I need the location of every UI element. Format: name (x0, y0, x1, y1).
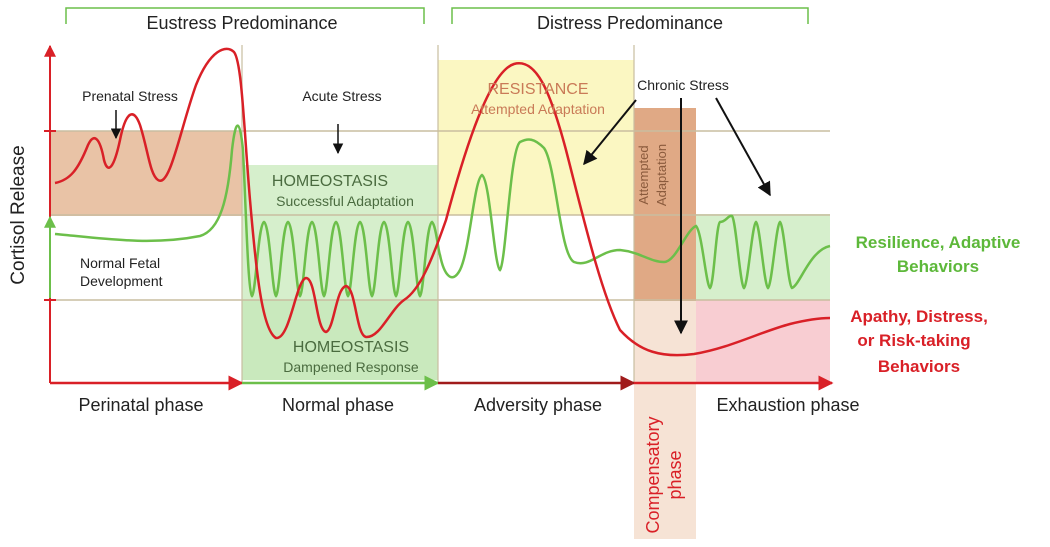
compensatory-phase-zone (634, 301, 696, 539)
outcome-apathy-line2: or Risk-taking (857, 331, 970, 350)
homeostasis-dampened-zone (242, 300, 438, 380)
resistance-title: RESISTANCE (487, 81, 588, 98)
homeostasis-bottom-sub: Dampened Response (283, 359, 419, 375)
distress-bracket (451, 7, 809, 24)
resistance-sub: Attempted Adaptation (471, 101, 605, 117)
phase-perinatal: Perinatal phase (78, 395, 203, 415)
normal-fetal-line1: Normal Fetal (80, 255, 160, 271)
homeostasis-top-sub: Successful Adaptation (276, 193, 414, 209)
outcome-resilience-line2: Behaviors (897, 257, 979, 276)
y-axis-label: Cortisol Release (8, 145, 29, 284)
homeostasis-bottom-title: HOMEOSTASIS (293, 339, 409, 356)
distress-label: Distress Predominance (537, 13, 723, 33)
phase-adversity: Adversity phase (474, 395, 602, 415)
eustress-bracket (65, 7, 425, 24)
chronic-stress-label: Chronic Stress (637, 77, 729, 93)
phase-exhaustion: Exhaustion phase (716, 395, 859, 415)
attempted-line2: Adaptation (654, 144, 669, 206)
outcome-apathy-line3: Behaviors (878, 357, 960, 376)
phase-compensatory-line2: phase (665, 450, 685, 499)
green-cortisol-curve (54, 124, 831, 298)
phase-compensatory-line1: Compensatory (643, 416, 663, 533)
chronic-stress-arrow-right (715, 97, 771, 197)
outcome-resilience-line1: Resilience, Adaptive (856, 233, 1021, 252)
eustress-label: Eustress Predominance (146, 13, 337, 33)
chronic-stress-arrow-left (583, 99, 637, 166)
acute-stress-label: Acute Stress (302, 88, 381, 104)
outcome-apathy-line1: Apathy, Distress, (850, 307, 988, 326)
attempted-line1: Attempted (636, 145, 651, 204)
normal-fetal-line2: Development (80, 273, 163, 289)
homeostasis-top-title: HOMEOSTASIS (272, 173, 388, 190)
prenatal-stress-label: Prenatal Stress (82, 88, 178, 104)
red-cortisol-curve (54, 47, 831, 357)
exhaustion-distress-zone (696, 300, 830, 382)
attempted-adaptation-zone (634, 108, 696, 301)
phase-normal: Normal phase (282, 395, 394, 415)
